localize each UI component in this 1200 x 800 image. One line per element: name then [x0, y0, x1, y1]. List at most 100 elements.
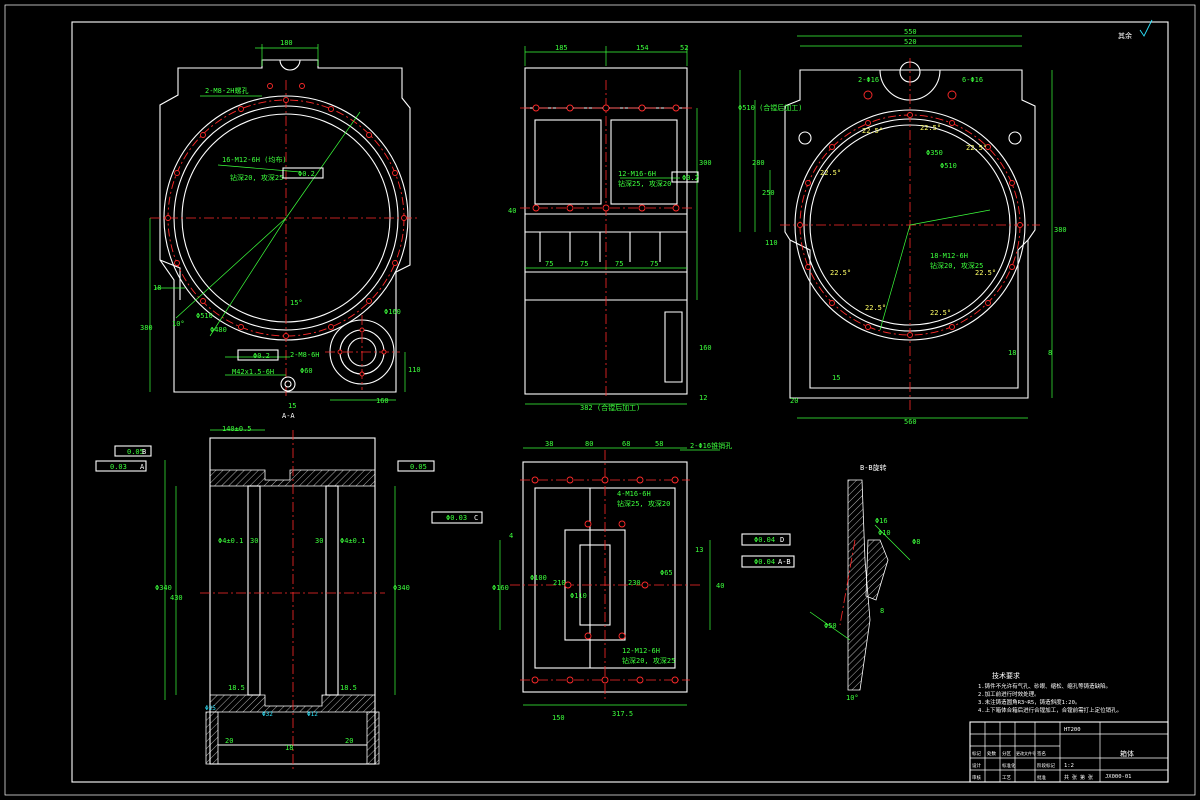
inner-border	[71, 21, 1169, 783]
bottom-datum-d: D	[780, 536, 784, 544]
section-bb-label: B-B旋转	[860, 463, 887, 472]
side-bolt-holes	[532, 104, 680, 212]
bottom-top-58: 58	[655, 440, 663, 448]
bottom-callout-top: 2-Φ16锥销孔	[690, 441, 732, 450]
side-bottom-label: 382 (合镗后加工)	[580, 403, 640, 412]
title-block: HT200 箱体 JX000-01 1:2 共 张 第 张 标记 处数 分区 更…	[969, 721, 1169, 783]
front-dim-110: 110	[408, 366, 421, 374]
right-callout-depth: 钻深20, 攻深25	[930, 261, 983, 270]
tb-label-11: 批准	[1037, 774, 1046, 781]
tb-label-6: 设计	[972, 762, 981, 769]
front-callout-depth: 钻深20, 攻深25	[230, 173, 283, 182]
front-callout-m12: 16-M12-6H (均布)	[222, 155, 287, 164]
front-view-label: A-A	[282, 412, 295, 420]
front-callout-m8: 2-M8-2H螺孔	[205, 86, 249, 95]
right-dia-350: Φ350	[926, 149, 943, 157]
section-bot-dia32: Φ32	[262, 711, 273, 718]
bottom-datum-ab: A-B	[778, 558, 791, 566]
right-small-18: 18	[1008, 349, 1016, 357]
right-angle-8: 22.5°	[930, 309, 951, 317]
front-callout-m42: M42x1.5-6H	[232, 368, 274, 376]
bottom-left-4: 4	[509, 532, 513, 540]
right-callout-2-16: 2-Φ16	[858, 76, 879, 84]
front-dia-160: Φ160	[384, 308, 401, 316]
section-datum-b: B	[142, 448, 146, 456]
side-callout-m16: 12-M16-6H	[618, 170, 656, 178]
right-angle-6: 22.5°	[830, 269, 851, 277]
side-tol: Φ0.2	[682, 174, 699, 182]
front-angle-10: 10°	[172, 320, 185, 328]
side-top-dim-1: 185	[555, 44, 568, 52]
bottom-left-160: Φ160	[492, 584, 509, 592]
side-view: 185 154 52 75 75 75 75 12-M16-6H 钻深25, 攻…	[508, 44, 712, 412]
roughness-note: 其余	[1118, 31, 1132, 40]
tb-label-7: 标准化	[1002, 762, 1016, 769]
bottom-top-68: 68	[622, 440, 630, 448]
right-bolt-holes	[797, 112, 1023, 338]
side-bot-dim-2: 75	[580, 260, 588, 268]
side-callout-depth: 钻深25, 攻深20	[618, 179, 671, 188]
front-bolt-holes	[165, 83, 407, 339]
tb-label-10: 工艺	[1002, 775, 1011, 781]
side-top-dim-3: 52	[680, 44, 688, 52]
bottom-view: 38 80 68 58 2-Φ16锥销孔 4-M16-6H 钻深25, 攻深20…	[431, 440, 795, 722]
right-angle-7: 22.5°	[865, 304, 886, 312]
front-dia-480: Φ480	[210, 326, 227, 334]
note-4: 4.上下箱体合箱后进行合镗加工，合镗前需打上定位销孔。	[978, 706, 1122, 714]
right-angle-3: 22.5°	[966, 144, 987, 152]
section-datum-a: A	[140, 463, 145, 471]
front-dia-60: Φ60	[300, 367, 313, 375]
bottom-bot-150: 150	[552, 714, 565, 722]
bottom-right-40: 40	[716, 582, 724, 590]
notes-heading: 技术要求	[992, 671, 1020, 680]
right-left-250: 250	[762, 189, 775, 197]
bottom-right-65: Φ65	[660, 569, 673, 577]
front-dim-15: 15	[288, 402, 296, 410]
front-dim-18: 18	[153, 284, 161, 292]
bb-dia-10: Φ10	[878, 529, 891, 537]
section-bot-18-5b: 18.5	[340, 684, 357, 692]
tb-name: 箱体	[1120, 749, 1134, 758]
section-top-dim: 140±0.5	[222, 425, 252, 433]
bottom-left-210: 210	[553, 579, 566, 587]
front-tol-2: Φ0.2	[253, 352, 270, 360]
right-small-20: 20	[790, 397, 798, 405]
bottom-tol-right-1: Φ0.04	[754, 536, 775, 544]
section-mid-2: 30	[250, 537, 258, 545]
right-angle-5: 22.5°	[975, 269, 996, 277]
bottom-bot-317: 317.5	[612, 710, 633, 718]
front-dim-160: 160	[376, 397, 389, 405]
front-angle-15: 15°	[290, 299, 303, 307]
section-bot-dia12: Φ12	[307, 711, 318, 718]
bottom-left-110: Φ110	[570, 592, 587, 600]
section-bot-dia25: Φ25	[205, 705, 216, 712]
right-angle-4: 22.5°	[820, 169, 841, 177]
right-callout-6-16: 6-Φ16	[962, 76, 983, 84]
side-left-40: 40	[508, 207, 516, 215]
side-bot-dim-4: 75	[650, 260, 658, 268]
bottom-callout-bot: 12-M12-6H	[622, 647, 660, 655]
side-right-12: 12	[699, 394, 707, 402]
front-dim-380: 380	[140, 324, 153, 332]
front-tol-1: Φ0.2	[298, 170, 315, 178]
right-angle-2: 22.5°	[920, 124, 941, 132]
bottom-datum-c: C	[474, 514, 478, 522]
right-right-380: 380	[1054, 226, 1067, 234]
bottom-callout-bot2: 钻深20, 攻深25	[622, 656, 675, 665]
tb-label-2: 处数	[987, 750, 996, 757]
side-top-dim-2: 154	[636, 44, 649, 52]
right-top-520: 520	[904, 38, 917, 46]
tb-drawing-no: JX000-01	[1105, 774, 1132, 780]
right-callout-m12: 18-M12-6H	[930, 252, 968, 260]
roughness-symbol: 其余	[1118, 19, 1153, 40]
bb-dia-8: Φ8	[912, 538, 920, 546]
right-small-8: 8	[1048, 349, 1052, 357]
bottom-callout-mid2: 钻深25, 攻深20	[617, 499, 670, 508]
tb-label-4: 更改文件号	[1016, 750, 1036, 756]
side-bot-dim-3: 75	[615, 260, 623, 268]
technical-notes: 技术要求 1.铸件不允许有气孔、砂眼、缩松、缩孔等铸造缺陷。 2.加工前进行时效…	[978, 671, 1122, 714]
bottom-tol-right-2: Φ0.04	[754, 558, 775, 566]
right-angle-1: 22.5°	[862, 127, 883, 135]
bottom-right-230: 230	[628, 579, 641, 587]
section-bot-18-5a: 18.5	[228, 684, 245, 692]
